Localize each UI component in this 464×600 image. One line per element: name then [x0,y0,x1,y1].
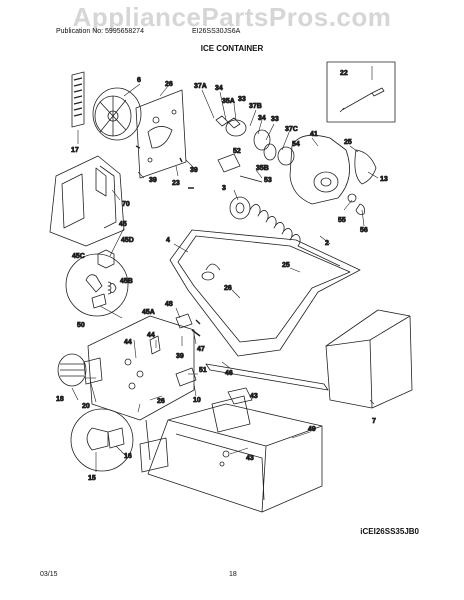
callout-2: 2 [325,240,329,247]
mounting-panel [87,315,195,421]
callout-56: 56 [360,227,368,234]
housing-70 [49,155,125,247]
callout-47: 47 [197,346,205,353]
mounting-plate-23 [135,89,187,179]
footer-date: 03/15 [40,571,58,578]
callout-45d: 45D [121,237,134,244]
clip-55 [347,193,357,203]
publication-number: Publication No: 5995658274 [56,28,144,35]
callout-35a: 35A [222,98,235,105]
callout-54: 54 [292,141,300,148]
solenoid-52 [217,153,241,173]
callout-50: 50 [77,322,85,329]
part-51 [175,367,197,387]
callout-22: 22 [340,70,348,77]
callout-34b: 34 [258,115,266,122]
bushing-54 [277,146,295,166]
lamp-15 [86,427,109,451]
callout-26: 26 [165,81,173,88]
callout-55: 55 [338,217,346,224]
base-tray-49 [147,403,323,513]
inset-circle-16 [70,408,134,472]
callout-labels: 6 26 37A 34 35A 33 37B 34 33 22 17 39 23… [56,70,389,483]
auger-spiral-2 [249,204,341,267]
front-cover-7 [325,309,413,409]
callout-20: 20 [82,403,90,410]
callout-37a: 37A [194,83,207,90]
diagram-code: iCEI26SS35JB0 [360,527,419,536]
motor-housing-41 [289,134,350,205]
callout-52: 52 [233,148,241,155]
callout-33b: 33 [271,116,279,123]
callout-17: 17 [71,147,79,154]
callout-3: 3 [222,185,226,192]
callout-18: 18 [56,396,64,403]
part-48 [175,313,193,329]
callout-45a: 45A [142,309,155,316]
callout-23: 23 [172,180,180,187]
callout-44: 44 [124,339,132,346]
callout-44b: 44 [147,332,155,339]
switch-45 [97,249,115,269]
callout-43b: 43 [246,455,254,462]
callout-39: 39 [149,177,157,184]
callout-48: 48 [165,301,173,308]
callout-37b: 37B [249,103,262,110]
bracket-20 [83,357,103,385]
bracket-17 [71,71,85,128]
footer-page: 18 [229,571,237,578]
bracket-10 [211,395,251,433]
auger-hub-3 [229,196,251,220]
callout-51: 51 [199,367,207,374]
callout-35b: 35B [256,165,269,172]
cover-25 [354,149,377,185]
callout-13: 13 [380,176,388,183]
plate-43 [227,387,253,405]
clip-56 [355,203,365,215]
rod-46 [205,363,329,391]
motor-18 [57,353,87,387]
callout-39c: 39 [176,353,184,360]
callout-15: 15 [88,475,96,482]
callout-49: 49 [308,426,316,433]
callout-34: 34 [215,85,223,92]
callout-26c: 26 [157,398,165,405]
callout-4: 4 [166,237,170,244]
callout-53: 53 [264,177,272,184]
callout-10: 10 [193,397,201,404]
ice-container-4 [169,229,361,357]
callout-7: 7 [372,418,376,425]
wheel-6 [92,87,142,141]
callout-70: 70 [122,201,130,208]
callout-26b: 26 [224,285,232,292]
page-title: ICE CONTAINER [200,44,264,53]
lamp-socket-16 [107,427,125,449]
callout-25b: 25 [282,262,290,269]
callout-45b: 45B [120,278,133,285]
callout-43: 43 [250,393,258,400]
callout-16: 16 [124,453,132,460]
callout-45c: 45C [72,253,85,260]
callout-6: 6 [137,77,141,84]
callout-45: 45 [119,221,127,228]
gear-assembly-33 [215,115,241,129]
callout-37c: 37C [285,126,298,133]
watermark: AppliancePartsPros.com [72,2,392,32]
wire-harness-22 [339,87,385,113]
callout-25: 25 [344,139,352,146]
callout-46: 46 [225,370,233,377]
inset-box-22 [326,61,396,123]
callout-39b: 39 [190,167,198,174]
callout-33: 33 [238,96,246,103]
inset-circle-45 [65,253,129,317]
callout-41: 41 [310,131,318,138]
model-number: EI26SS30JS6A [192,28,241,35]
